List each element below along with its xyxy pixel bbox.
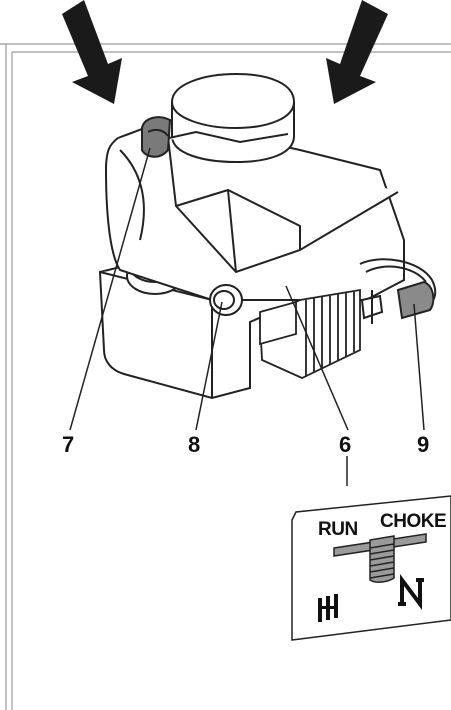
choke-symbol-icon xyxy=(398,574,424,610)
choke-panel xyxy=(291,495,451,641)
callout-9: 9 xyxy=(417,432,430,457)
choke-label: CHOKE xyxy=(380,511,447,532)
callout-6: 6 xyxy=(339,432,352,457)
cooling-fins xyxy=(259,288,361,379)
run-symbol-icon xyxy=(318,594,338,622)
primer-button xyxy=(209,284,243,316)
flywheel-cover xyxy=(159,72,295,164)
arrow-down-icon xyxy=(62,0,388,104)
engine-shroud xyxy=(104,118,405,301)
starter-handle xyxy=(141,116,172,158)
callout-7: 7 xyxy=(62,432,75,457)
callout-8: 8 xyxy=(188,432,201,457)
run-label: RUN xyxy=(318,519,358,540)
leader-lines xyxy=(69,147,425,486)
spark-plug xyxy=(359,258,437,324)
